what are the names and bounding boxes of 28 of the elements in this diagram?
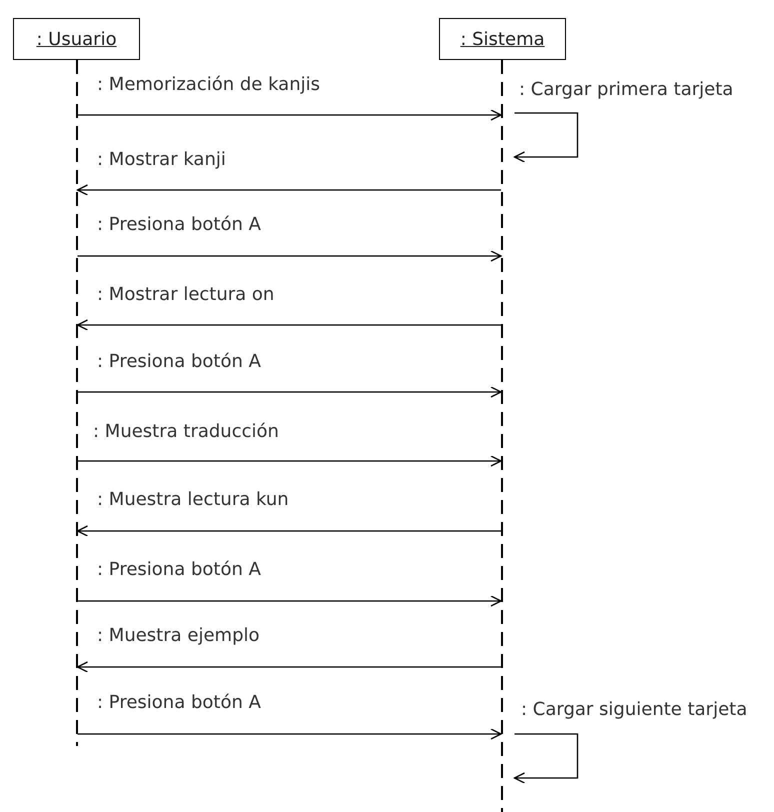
- message-arrow: [76, 184, 501, 196]
- message-label: : Muestra lectura kun: [97, 489, 289, 511]
- message-label: : Mostrar lectura on: [97, 284, 274, 306]
- self-message-arrow: [514, 112, 578, 163]
- message-arrow: [78, 728, 502, 740]
- message-arrow: [76, 319, 501, 331]
- message-label: : Cargar primera tarjeta: [519, 79, 734, 101]
- message-arrow: [78, 109, 502, 121]
- message-arrow: [78, 250, 502, 262]
- message-arrow: [78, 595, 502, 607]
- lifeline: [501, 60, 502, 812]
- lifeline-head-box: : Usuario: [13, 18, 140, 60]
- message-label: : Presiona botón A: [97, 351, 261, 373]
- message-label: : Muestra ejemplo: [97, 625, 260, 647]
- message-arrow: [76, 525, 501, 537]
- message-label: : Presiona botón A: [97, 214, 261, 236]
- message-label: : Mostrar kanji: [97, 149, 226, 171]
- message-arrow: [78, 455, 502, 467]
- message-arrow: [76, 661, 501, 673]
- self-message-arrow: [514, 733, 578, 784]
- message-label: : Presiona botón A: [97, 692, 261, 714]
- message-arrow: [78, 386, 502, 398]
- lifeline-head-box: : Sistema: [439, 18, 566, 60]
- message-label: : Cargar siguiente tarjeta: [521, 699, 748, 721]
- lifeline: [76, 60, 78, 746]
- message-label: : Muestra traducción: [93, 421, 279, 443]
- message-label: : Presiona botón A: [97, 559, 261, 581]
- message-label: : Memorización de kanjis: [97, 74, 320, 96]
